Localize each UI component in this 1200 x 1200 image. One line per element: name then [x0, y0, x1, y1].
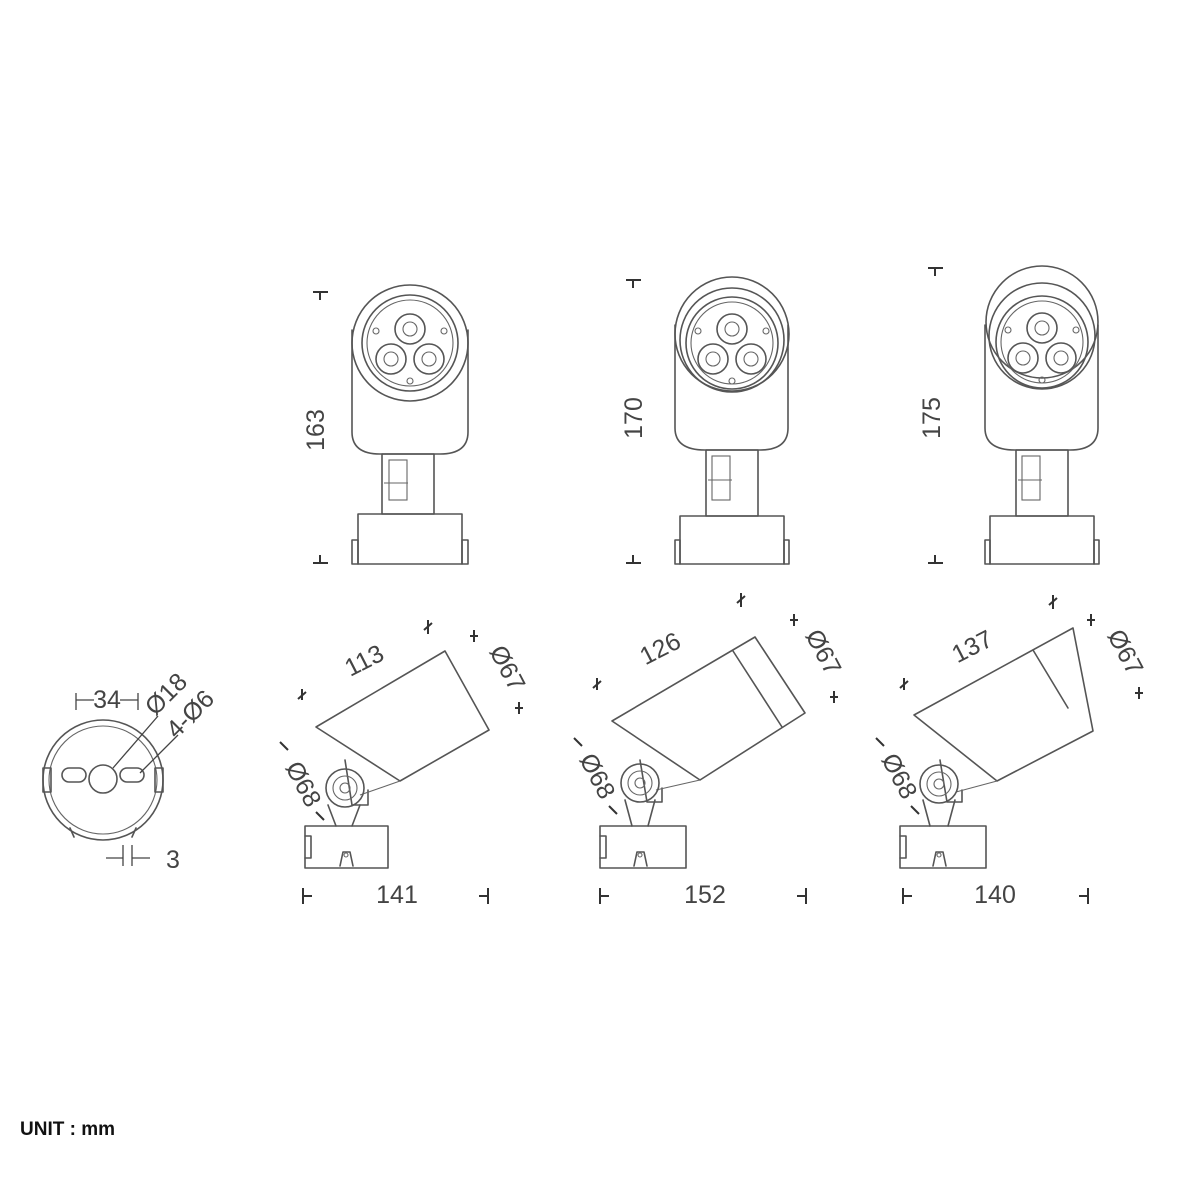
side-view-3-head-dia-label: Ø67 — [1102, 625, 1149, 680]
side-view-1: 113 Ø67 Ø68 141 — [279, 620, 531, 909]
side-view-2-overall-width-label: 152 — [684, 881, 726, 909]
side-view-1-overall-width-label: 141 — [376, 881, 418, 909]
side-view-3-knuckle-dia-label: Ø68 — [876, 749, 923, 804]
side-view-1-body-length-label: 113 — [340, 639, 388, 682]
side-view-3: 137 Ø67 Ø68 140 — [875, 595, 1149, 909]
front-view-2-height-label: 170 — [620, 397, 648, 439]
side-view-2-knuckle-dia-label: Ø68 — [574, 749, 621, 804]
side-view-1-head-dia-label: Ø67 — [484, 641, 531, 696]
side-view-2: 126 Ø67 Ø68 152 — [573, 593, 847, 909]
side-view-1-knuckle-dia-label: Ø68 — [280, 757, 327, 812]
side-view-3-overall-width-label: 140 — [974, 881, 1016, 909]
base-slot-width-label: 3 — [166, 846, 180, 874]
base-plate-view: 34 Ø18 4-Ø6 3 — [42, 668, 220, 874]
front-view-1: 163 — [302, 284, 469, 565]
front-view-2: 170 — [620, 276, 790, 565]
unit-label: UNIT : mm — [20, 1119, 115, 1140]
front-view-3-height-label: 175 — [918, 397, 946, 439]
base-width-label: 34 — [93, 686, 121, 714]
front-view-3: 175 — [918, 265, 1100, 565]
front-view-1-height-label: 163 — [302, 409, 330, 451]
side-view-3-body-length-label: 137 — [947, 625, 997, 669]
side-view-2-head-dia-label: Ø67 — [800, 625, 847, 680]
side-view-2-body-length-label: 126 — [635, 627, 685, 671]
